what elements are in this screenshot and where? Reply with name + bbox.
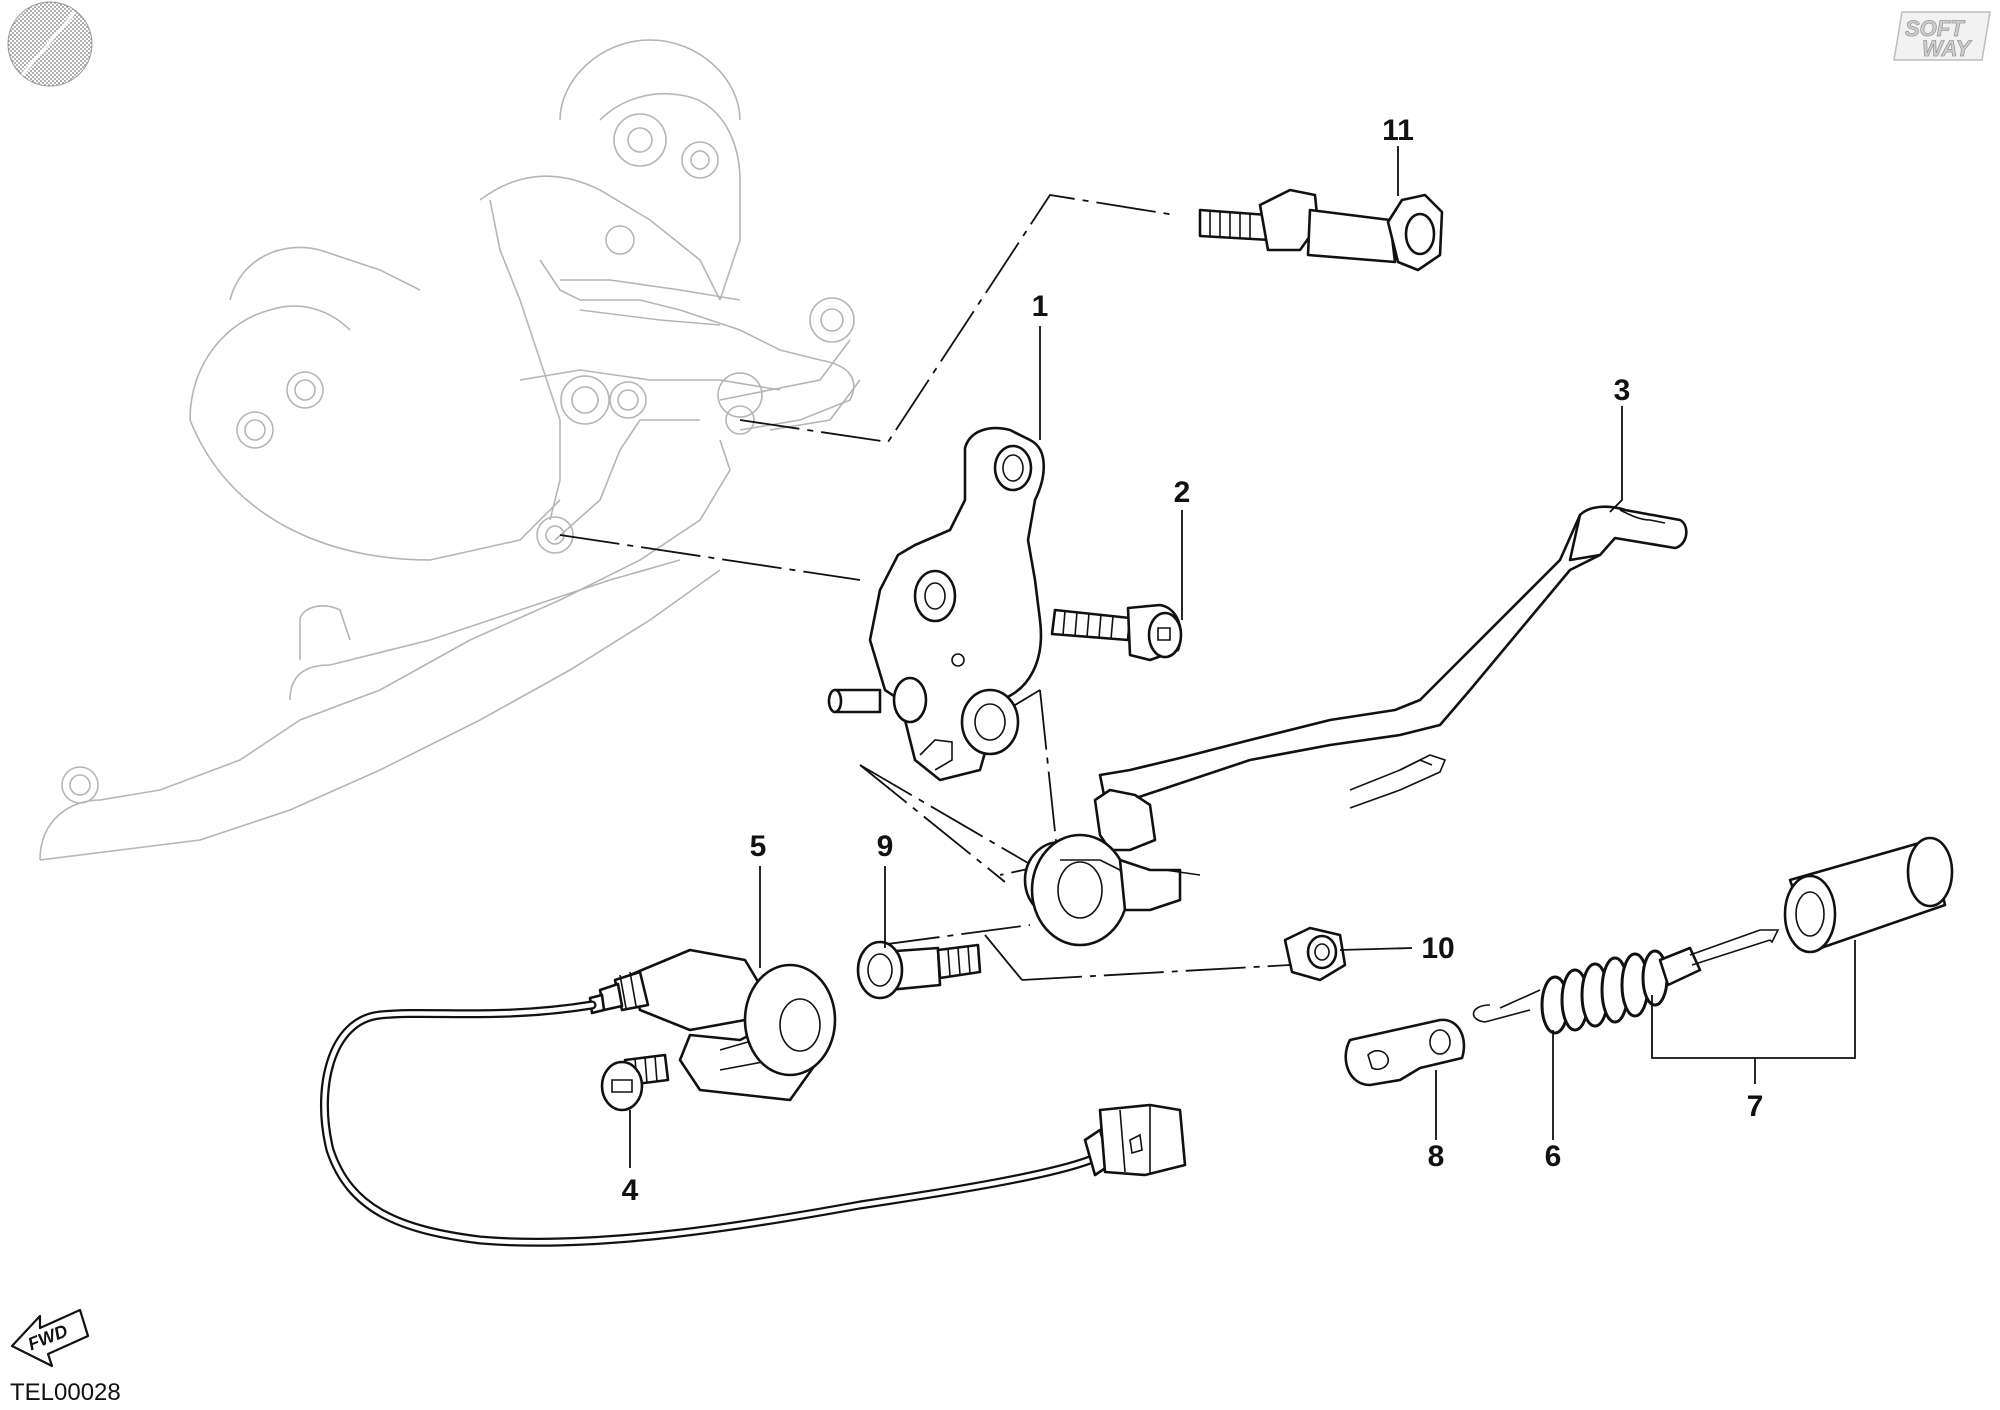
callout-5: 5 [750, 830, 767, 863]
callout-10: 10 [1421, 932, 1454, 965]
callout-2: 2 [1174, 476, 1191, 509]
callout-11: 11 [1382, 114, 1414, 147]
callout-labels: 1 2 3 4 5 6 7 8 9 10 11 [622, 114, 1764, 1207]
part-2-socket-screw [1050, 603, 1183, 662]
engine-casing-ghost [39, 39, 861, 861]
leader-lines [629, 146, 1856, 1168]
softway-logo: SOFT WAY [1893, 11, 1991, 61]
part-8-plate [1344, 1018, 1466, 1087]
logo-line-1: SOFT [1905, 16, 1965, 41]
part-9-spacer-bolt [856, 940, 982, 1000]
part-3-side-stand [1023, 505, 1688, 947]
callout-4: 4 [622, 1174, 639, 1207]
callout-1: 1 [1032, 290, 1049, 323]
callout-9: 9 [877, 830, 894, 863]
part-1-bracket [827, 426, 1045, 782]
fwd-arrow-icon: FWD [10, 1308, 90, 1368]
part-7-sleeve [1783, 836, 1954, 954]
disc-mark [7, 1, 93, 87]
part-5-stand-switch [320, 948, 1187, 1247]
callout-6: 6 [1545, 1140, 1562, 1173]
callout-3: 3 [1614, 374, 1631, 407]
part-4-screw [600, 1053, 670, 1112]
part-11-bolt [1198, 188, 1444, 272]
logo-line-2: WAY [1922, 36, 1973, 61]
figure-code: TEL00028 [10, 1379, 121, 1406]
part-10-nut [1283, 926, 1347, 982]
callout-7: 7 [1747, 1090, 1764, 1123]
part-6-spring [1472, 929, 1780, 1035]
callout-8: 8 [1428, 1140, 1445, 1173]
